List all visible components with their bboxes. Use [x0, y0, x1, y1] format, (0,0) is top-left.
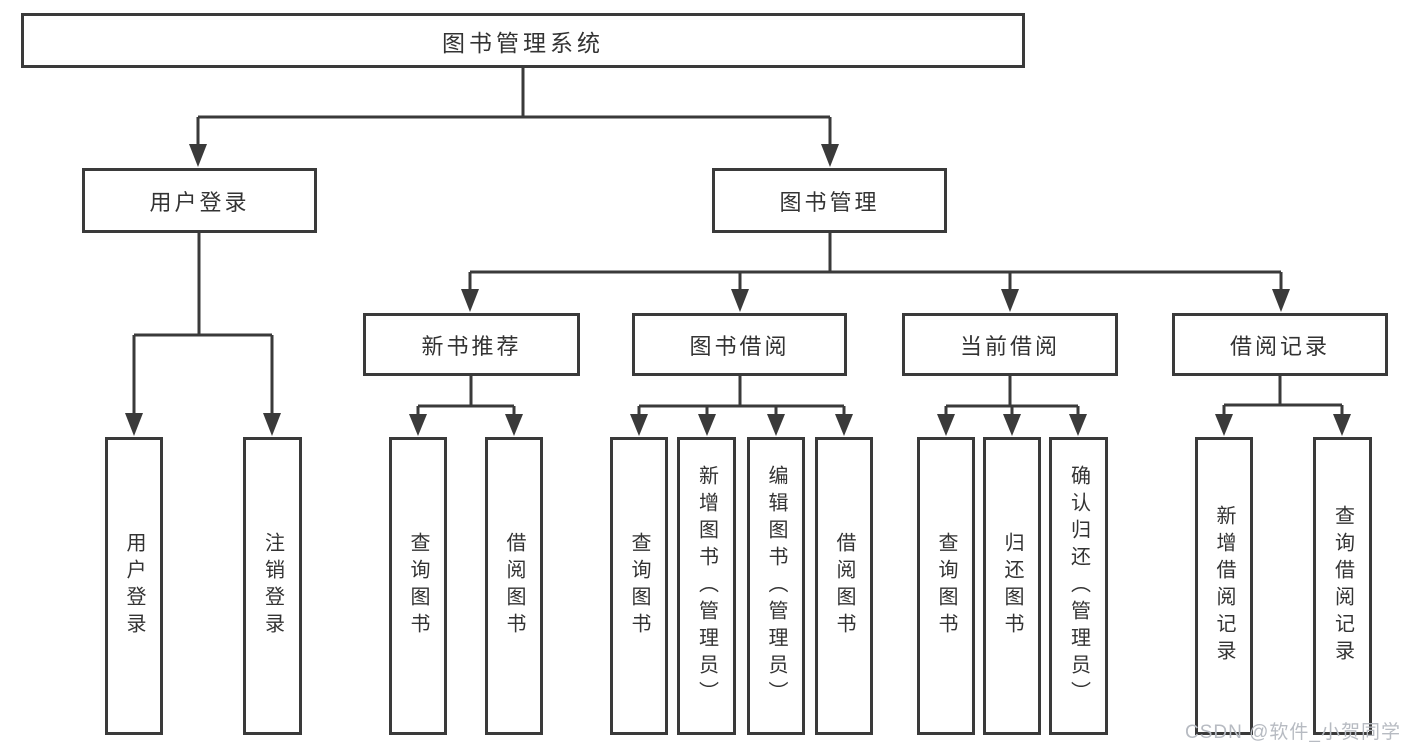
node-new-book-recommendation: 新书推荐 [363, 313, 580, 376]
arrowhead-icon [1001, 289, 1019, 312]
csdn-watermark: CSDN @软件_小贺同学 [1185, 722, 1401, 743]
node-confirm-return-admin: 确认归还（管理员） [1049, 437, 1108, 735]
node-query-books-borrowing: 查询图书 [610, 437, 668, 735]
connector-current-to-leaves [944, 376, 1080, 420]
arrowhead-icon [409, 414, 427, 436]
node-query-borrow-record: 查询借阅记录 [1313, 437, 1372, 735]
connector-root-to-level2 [196, 68, 832, 150]
arrowhead-icon [189, 144, 207, 167]
arrowhead-icon [1272, 289, 1290, 312]
arrowhead-icon [937, 414, 955, 436]
arrowhead-icon [630, 414, 648, 436]
node-query-books-recommend: 查询图书 [389, 437, 447, 735]
arrowhead-icon [698, 414, 716, 436]
node-borrow-books-recommend: 借阅图书 [485, 437, 543, 735]
connector-borrowing-to-leaves [637, 376, 846, 420]
connector-records-to-leaves [1222, 376, 1344, 420]
arrowhead-icon [1333, 414, 1351, 436]
node-user-login-action: 用户登录 [105, 437, 163, 735]
arrowheads [125, 144, 1351, 436]
connector-lines [132, 68, 1344, 420]
node-borrowing-records: 借阅记录 [1172, 313, 1388, 376]
node-logout-action: 注销登录 [243, 437, 302, 735]
node-edit-books-admin: 编辑图书（管理员） [747, 437, 805, 735]
node-user-login: 用户登录 [82, 168, 317, 233]
node-add-books-admin: 新增图书（管理员） [677, 437, 736, 735]
node-current-borrowing: 当前借阅 [902, 313, 1118, 376]
node-book-borrowing: 图书借阅 [632, 313, 847, 376]
arrowhead-icon [263, 413, 281, 436]
node-book-management: 图书管理 [712, 168, 947, 233]
arrowhead-icon [461, 289, 479, 312]
connector-recommendation-to-leaves [416, 376, 516, 420]
arrowhead-icon [767, 414, 785, 436]
arrowhead-icon [731, 289, 749, 312]
arrowhead-icon [505, 414, 523, 436]
node-return-books: 归还图书 [983, 437, 1041, 735]
node-library-management-system: 图书管理系统 [21, 13, 1025, 68]
arrowhead-icon [1069, 414, 1087, 436]
connector-user-login-to-leaves [132, 233, 274, 418]
node-add-borrow-record: 新增借阅记录 [1195, 437, 1253, 735]
node-borrow-books: 借阅图书 [815, 437, 873, 735]
arrowhead-icon [125, 413, 143, 436]
arrowhead-icon [1215, 414, 1233, 436]
arrowhead-icon [1003, 414, 1021, 436]
arrowhead-icon [821, 144, 839, 167]
node-query-books-current: 查询图书 [917, 437, 975, 735]
arrowhead-icon [835, 414, 853, 436]
connector-book-management-to-level3 [468, 233, 1283, 293]
